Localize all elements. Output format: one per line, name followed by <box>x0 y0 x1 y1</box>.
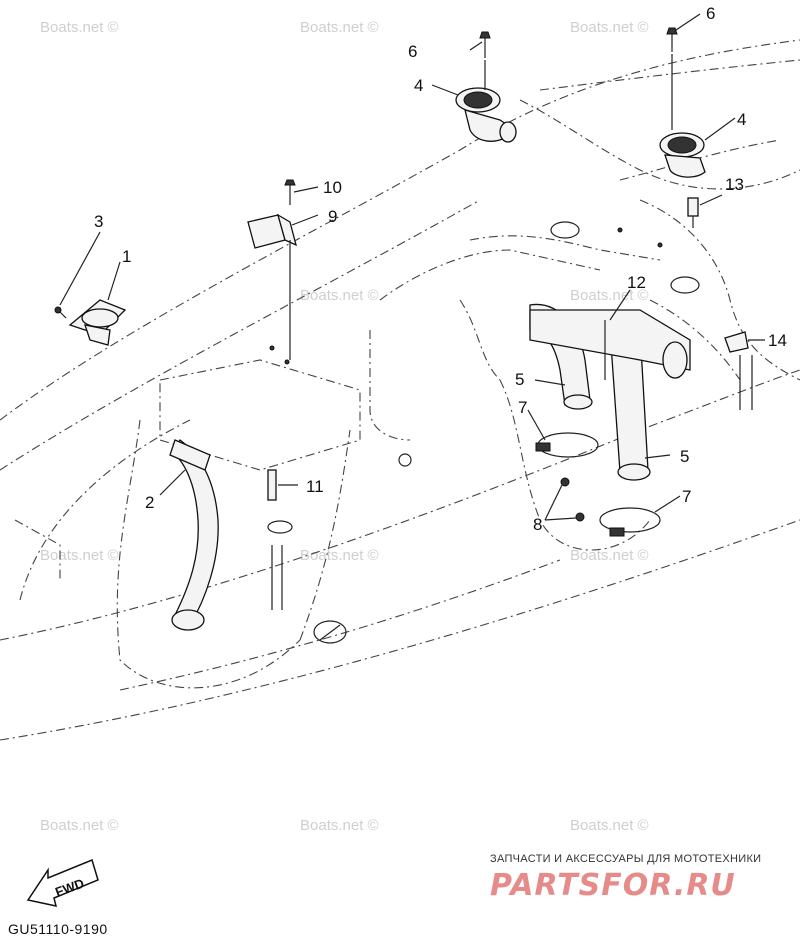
watermark: Boats.net © <box>570 547 649 564</box>
callout-3: 3 <box>94 212 103 231</box>
callouts: 1 2 3 4 4 5 5 6 6 7 7 8 9 10 11 12 13 14 <box>94 4 787 534</box>
part-4-vent-left <box>455 87 517 143</box>
callout-11: 11 <box>306 477 324 496</box>
part-13-sensor <box>687 197 699 228</box>
part-11-post <box>267 469 293 610</box>
watermark: Boats.net © <box>40 817 119 834</box>
watermark: Boats.net © <box>570 817 649 834</box>
callout-5: 5 <box>680 447 689 466</box>
part-4-vent-right <box>659 132 706 178</box>
callout-6: 6 <box>706 4 715 23</box>
callout-4: 4 <box>737 110 746 129</box>
diagram-code: GU51110-9190 <box>8 921 108 937</box>
part-6-bolt-right <box>666 27 678 52</box>
callout-13: 13 <box>725 175 744 194</box>
callout-10: 10 <box>323 178 342 197</box>
part-10-bolt <box>284 179 296 205</box>
watermarks: Boats.net © Boats.net © Boats.net © Boat… <box>40 19 649 834</box>
part-12-cross-connector <box>529 309 691 380</box>
watermark: Boats.net © <box>40 19 119 36</box>
watermark: Boats.net © <box>300 817 379 834</box>
part-7-clamp-lower <box>599 507 661 537</box>
callout-7: 7 <box>682 487 691 506</box>
part-7-clamp-upper <box>535 432 599 458</box>
watermark: Boats.net © <box>300 287 379 304</box>
leader-lines <box>59 13 765 521</box>
watermark: Boats.net © <box>40 547 119 564</box>
part-14-clip <box>724 331 753 410</box>
watermark: Boats.net © <box>300 19 379 36</box>
part-2-hose <box>169 439 219 631</box>
part-3-screw <box>54 306 67 319</box>
callout-8: 8 <box>533 515 542 534</box>
callout-14: 14 <box>768 331 787 350</box>
forward-arrow-icon: FWD <box>26 858 99 907</box>
callout-7: 7 <box>518 398 527 417</box>
hull-outline <box>0 39 800 741</box>
part-8-screws <box>560 477 585 522</box>
promo-tagline: ЗАПЧАСТИ И АКСЕССУАРЫ ДЛЯ МОТОТЕХНИКИ <box>490 853 761 865</box>
mounting-holes <box>269 221 700 644</box>
callout-4: 4 <box>414 76 423 95</box>
callout-2: 2 <box>145 493 154 512</box>
callout-5: 5 <box>515 370 524 389</box>
promo-branding: ЗАПЧАСТИ И АКСЕССУАРЫ ДЛЯ МОТОТЕХНИКИ PA… <box>490 853 761 903</box>
part-1-duct-flange <box>68 299 127 346</box>
callout-12: 12 <box>627 273 646 292</box>
callout-1: 1 <box>122 247 131 266</box>
part-6-bolt-left <box>479 31 491 58</box>
part-9-box <box>247 213 297 249</box>
promo-logo: PARTSFOR.RU <box>490 868 736 903</box>
callout-9: 9 <box>328 207 337 226</box>
watermark: Boats.net © <box>570 19 649 36</box>
part-5-hose-lower <box>609 329 651 481</box>
callout-6: 6 <box>408 42 417 61</box>
watermark: Boats.net © <box>300 547 379 564</box>
